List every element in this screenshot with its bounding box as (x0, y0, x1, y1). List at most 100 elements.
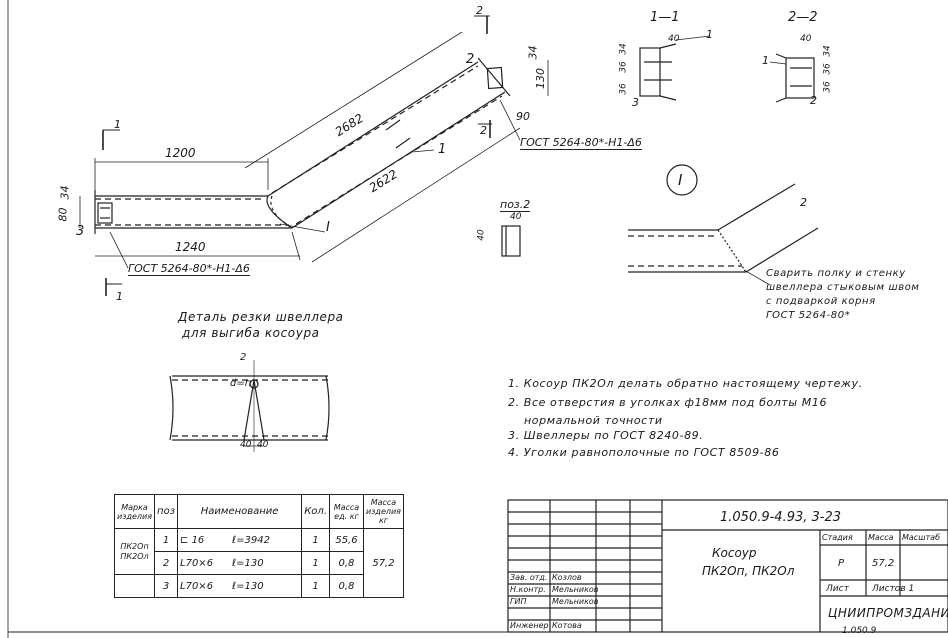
pos-2-label: 2 (466, 52, 475, 67)
note-1: 1. Косоур ПК2Ол делать обратно настоящем… (508, 377, 863, 390)
doc-name-2: ПК2Оп, ПК2Ол (702, 564, 795, 578)
dim-34-left: 34 (58, 185, 72, 200)
section-1-1-title: 1—1 (650, 10, 680, 25)
staff-name-3: Мельников (552, 597, 599, 606)
sec1-dim-36b: 36 (618, 83, 629, 95)
spec-name: ⊏ 16 ℓ=3942 (177, 528, 303, 552)
sec2-dim-34: 34 (822, 45, 833, 57)
weld-note-4: ГОСТ 5264-80* (766, 310, 851, 321)
doc-name-1: Косоур (712, 546, 757, 560)
spec-poz: 2 (154, 551, 179, 575)
detail-title-2: для выгиба косоура (182, 326, 320, 340)
staff-role-1: Зав. отд. (510, 573, 548, 582)
sec2-mark-2: 2 (810, 94, 817, 107)
cut-dim-40a: 40 (240, 440, 252, 450)
weld-note-1: Сварить полку и стенку (766, 268, 906, 279)
spec-header-poz: поз (154, 494, 179, 529)
doc-code: 1.050.9-4.93, 3-23 (720, 510, 842, 525)
spec-header-mark: Марка изделия (113, 494, 156, 529)
table-row: ПК2Оп ПК2Ол 1 ⊏ 16 ℓ=3942 1 55,6 57,2 (113, 528, 405, 598)
sec2-dim-36a: 36 (822, 63, 833, 75)
spec-mark-empty (113, 574, 156, 598)
sec2-dim-36b: 36 (822, 81, 833, 93)
detail-ref-label: I (326, 220, 330, 235)
note-2: 2. Все отверстия в уголках ф18мм под бол… (508, 396, 828, 409)
detail-title-1: Деталь резки швеллера (178, 310, 344, 324)
spec-poz: 3 (154, 574, 179, 598)
spec-length: ℓ=3942 (232, 534, 270, 546)
spec-length: ℓ=130 (232, 580, 264, 592)
corner-stamp: 1.050.9 (842, 626, 877, 636)
spec-mass: 0,8 (329, 574, 364, 598)
sec1-dim-36a: 36 (618, 61, 629, 73)
staff-name-2: Мельников (552, 585, 599, 594)
dim-34-right: 34 (526, 45, 540, 60)
dim-130: 130 (534, 68, 547, 89)
table-row: 2 L70×6 ℓ=130 1 0,8 (115, 551, 404, 575)
col-mass: Масса (868, 533, 894, 542)
spec-header-row: Марка изделия поз Наименование Кол. Масс… (113, 494, 405, 529)
poz2-dim-40-top: 40 (510, 212, 522, 222)
gost-label-right: ГОСТ 5264-80*-Н1-Δ6 (520, 136, 642, 150)
staff-name-1: Козлов (552, 573, 582, 582)
sec1-mark-1: 1 (706, 28, 713, 41)
spec-mass: 55,6 (329, 528, 364, 552)
spec-mass: 0,8 (329, 551, 364, 575)
weld-note-3: с подваркой корня (766, 296, 876, 307)
table-row: 3 L70×6 ℓ=130 1 0,8 (113, 574, 404, 598)
spec-header-name: Наименование (177, 494, 303, 529)
spec-name: L70×6 ℓ=130 (177, 551, 303, 575)
staff-name-4: Котова (552, 621, 582, 630)
spec-header-qty: Кол. (301, 494, 330, 529)
staff-role-2: Н.контр. (510, 585, 546, 594)
cut-dim-40b: 40 (257, 440, 269, 450)
cut-mark-2-bottom: 2 (480, 124, 487, 137)
spec-profile: L70×6 (180, 580, 214, 592)
spec-length: ℓ=130 (232, 557, 264, 569)
org-name: ЦНИИПРОМЗДАНИЙ (828, 606, 948, 620)
staff-role-3: ГИП (510, 597, 527, 606)
stage-value: Р (838, 558, 845, 569)
note-3: 3. Швеллеры по ГОСТ 8240-89. (508, 429, 704, 442)
sec1-dim-34: 34 (618, 43, 629, 55)
spec-name: L70×6 ℓ=130 (177, 574, 303, 598)
dim-80: 80 (56, 207, 70, 222)
weld-note-2: швеллера стыковым швом (766, 282, 920, 293)
spec-profile: L70×6 (180, 557, 214, 569)
sec2-mark-1: 1 (762, 54, 769, 67)
spec-profile: ⊏ 16 (180, 534, 205, 546)
pos-3-label: 3 (76, 224, 85, 239)
spec-qty: 1 (301, 574, 330, 598)
dim-1240: 1240 (175, 240, 206, 254)
gost-label-left: ГОСТ 5264-80*-Н1-Δ6 (128, 262, 250, 276)
poz2-title: поз.2 (500, 198, 531, 212)
poz2-dim-40-side: 40 (476, 229, 487, 241)
note-4: 4. Уголки равнополочные по ГОСТ 8509-86 (508, 446, 780, 459)
sheets-label: Листов 1 (872, 584, 915, 594)
spec-header-mass: Масса ед. кг (329, 494, 364, 529)
spec-poz: 1 (154, 528, 179, 552)
dim-1200: 1200 (165, 146, 196, 160)
note-2-cont: нормальной точности (524, 414, 663, 427)
spec-mark: ПК2Оп ПК2Ол (113, 528, 156, 575)
mass-value: 57,2 (872, 558, 895, 569)
detail-mark-2: 2 (800, 196, 807, 209)
dim-90: 90 (516, 110, 530, 123)
spec-total-mass: 57,2 (362, 528, 405, 598)
spec-header-total: Масса изделия кг (362, 494, 405, 529)
cut-mark-2-top: 2 (476, 4, 483, 17)
col-stage: Стадия (822, 533, 853, 542)
sheet-label: Лист (826, 584, 849, 594)
cut-mark-1-bottom: 1 (116, 290, 123, 303)
staff-role-4: Инженер (510, 621, 549, 630)
cut-d-eq-p: d=п (230, 378, 252, 389)
pos-1-label: 1 (438, 142, 447, 157)
section-2-2-title: 2—2 (788, 10, 818, 25)
cut-mark-1-top: 1 (114, 118, 121, 131)
col-scale: Масштаб (902, 533, 941, 542)
sec2-dim-40: 40 (800, 34, 812, 44)
cut-mark-2: 2 (240, 352, 247, 363)
sec1-dim-40: 40 (668, 34, 680, 44)
spec-qty: 1 (301, 551, 330, 575)
